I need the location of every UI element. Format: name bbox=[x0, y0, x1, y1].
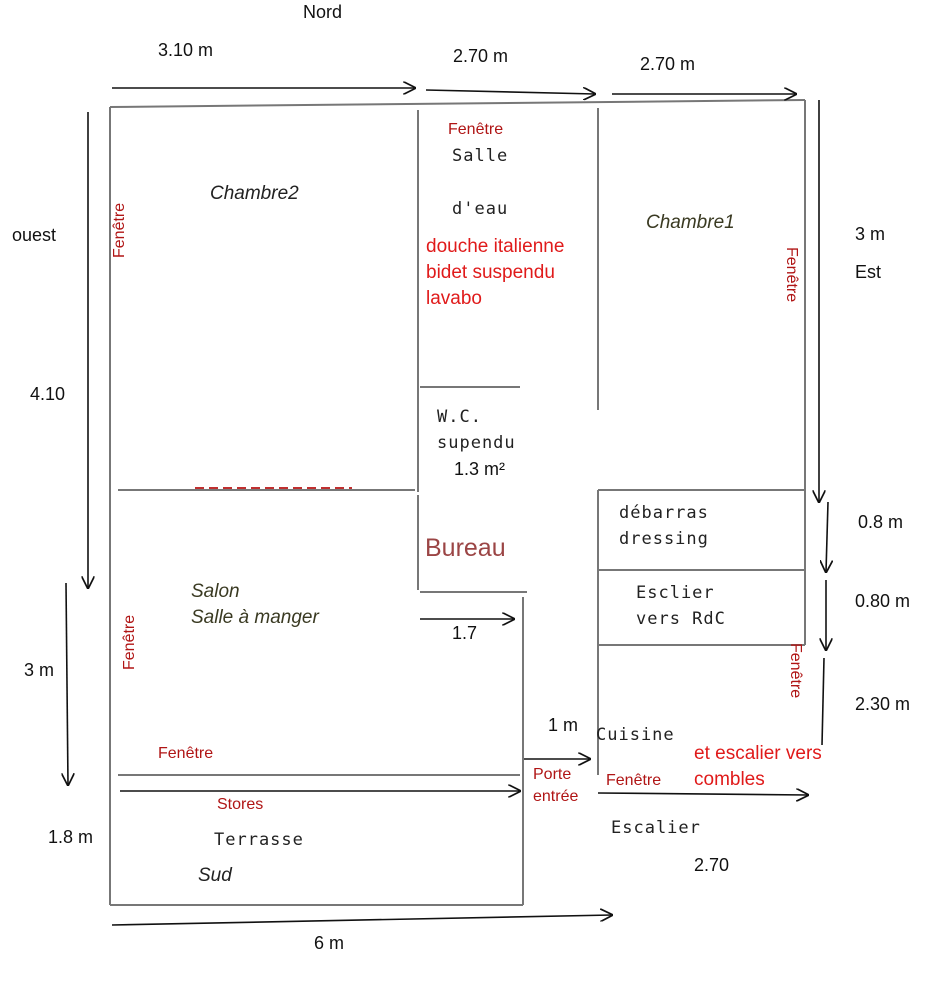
dim-left-1: 4.10 bbox=[30, 384, 66, 404]
south-label: Sud bbox=[198, 865, 232, 886]
dim-bottom: 6 m bbox=[314, 933, 345, 953]
cuisine-note-line1: et escalier vers bbox=[694, 743, 822, 764]
arrow-escalier bbox=[597, 793, 808, 795]
cuisine-note-line2: combles bbox=[694, 769, 765, 790]
room-salle-line2: d'eau bbox=[452, 199, 509, 219]
door-label-line2: entrée bbox=[533, 788, 579, 805]
dim-left-2: 3 m bbox=[24, 660, 55, 680]
room-wc-line1: W.C. bbox=[437, 407, 482, 427]
room-wc-area: 1.3 m² bbox=[454, 459, 506, 479]
room-escalier-rdc-line1: Esclier bbox=[636, 583, 715, 603]
dim-top-2: 2.70 m bbox=[453, 46, 509, 66]
window-terrace: Fenêtre bbox=[158, 745, 214, 762]
room-salon-line2: Salle à manger bbox=[191, 607, 319, 628]
dim-door: 1 m bbox=[548, 715, 579, 735]
walls bbox=[109, 99, 806, 906]
dim-top-3: 2.70 m bbox=[640, 54, 696, 74]
window-chambre1: Fenêtre bbox=[783, 247, 800, 303]
room-debarras-line2: dressing bbox=[619, 529, 709, 549]
dim-left-3: 1.8 m bbox=[48, 827, 94, 847]
arrow-west-2 bbox=[66, 582, 68, 785]
salle-feature-2: bidet suspendu bbox=[426, 262, 555, 283]
dim-right-2: 0.8 m bbox=[858, 512, 904, 532]
window-stairs: Fenêtre bbox=[787, 643, 804, 699]
room-chambre1: Chambre1 bbox=[646, 212, 735, 233]
room-chambre2: Chambre2 bbox=[210, 183, 299, 204]
window-salle: Fenêtre bbox=[448, 121, 504, 138]
room-debarras-line1: débarras bbox=[619, 503, 709, 523]
arrow-bottom bbox=[111, 915, 612, 926]
east-label: Est bbox=[855, 262, 882, 282]
stores-label: Stores bbox=[217, 796, 264, 813]
dim-right-3: 0.80 m bbox=[855, 591, 911, 611]
window-cuisine: Fenêtre bbox=[606, 772, 662, 789]
dim-right-1: 3 m bbox=[855, 224, 886, 244]
door-label-line1: Porte bbox=[533, 766, 572, 783]
window-chambre2: Fenêtre bbox=[111, 202, 128, 258]
salle-feature-3: lavabo bbox=[426, 288, 482, 309]
dim-right-4: 2.30 m bbox=[855, 694, 911, 714]
dim-stairs: 2.70 bbox=[694, 855, 730, 875]
north-label: Nord bbox=[303, 2, 343, 22]
arrows bbox=[66, 88, 828, 926]
arrow-top-2 bbox=[425, 90, 595, 94]
wall-north bbox=[109, 99, 806, 108]
room-bureau: Bureau bbox=[425, 534, 506, 562]
window-salon: Fenêtre bbox=[121, 614, 138, 670]
salle-feature-1: douche italienne bbox=[426, 236, 565, 257]
room-terrasse: Terrasse bbox=[214, 830, 304, 850]
room-wc-line2: supendu bbox=[437, 433, 516, 453]
arrow-east-2 bbox=[826, 501, 828, 572]
room-escalier: Escalier bbox=[611, 818, 701, 838]
room-cuisine: Cuisine bbox=[596, 725, 675, 745]
west-label: ouest bbox=[12, 225, 57, 245]
dim-top-1: 3.10 m bbox=[158, 40, 214, 60]
room-escalier-rdc-line2: vers RdC bbox=[636, 609, 726, 629]
dim-bureau: 1.7 bbox=[452, 623, 478, 643]
tick-east-4 bbox=[821, 657, 825, 746]
room-salon-line1: Salon bbox=[191, 581, 240, 602]
room-salle-line1: Salle bbox=[452, 146, 509, 166]
